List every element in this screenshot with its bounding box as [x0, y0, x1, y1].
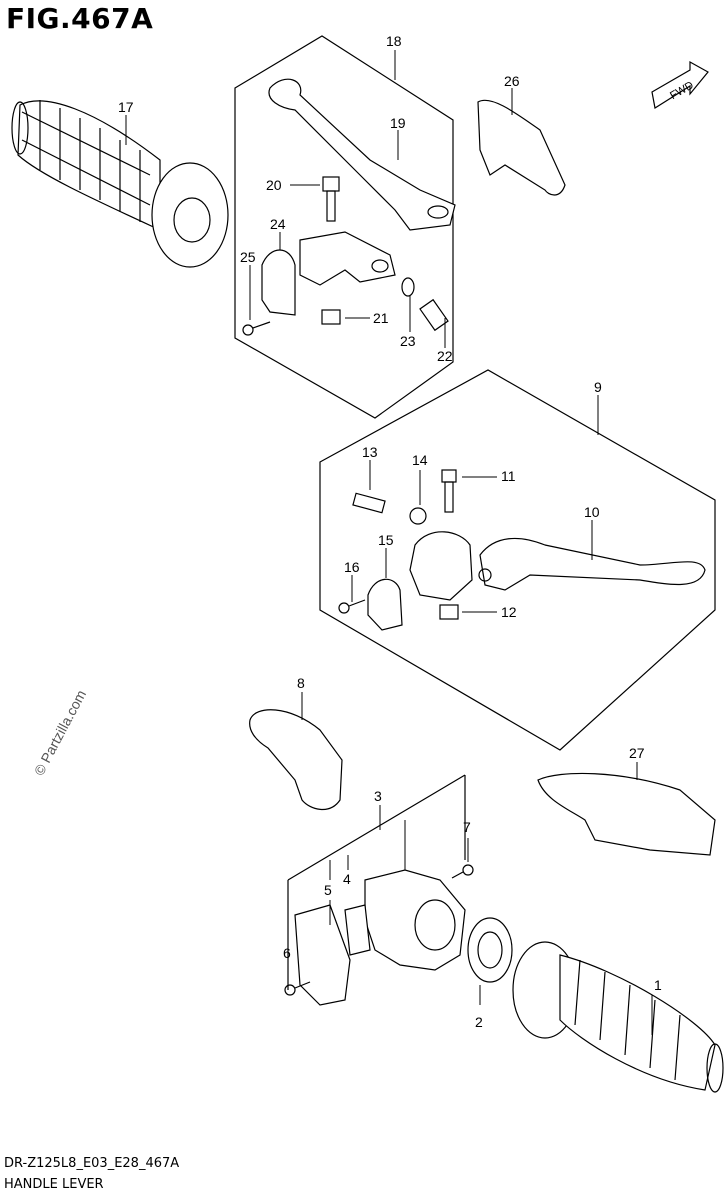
callout-15: 15 — [378, 532, 394, 548]
nut-part-12 — [439, 604, 459, 620]
lever-part-19 — [268, 78, 456, 231]
ring-part-2 — [467, 917, 513, 983]
callout-9: 9 — [594, 379, 602, 395]
assembly-box-9 — [319, 369, 716, 751]
callout-5: 5 — [324, 882, 332, 898]
nut-part-14 — [409, 507, 427, 525]
guard-part-27 — [537, 772, 716, 856]
bolt-part-11 — [441, 469, 457, 513]
bolt-part-22 — [419, 298, 449, 332]
model-code: DR-Z125L8_E03_E28_467A — [4, 1156, 180, 1171]
screw-part-6 — [284, 981, 311, 996]
callout-6: 6 — [283, 945, 291, 961]
callout-10: 10 — [584, 504, 600, 520]
assembly-box-18 — [234, 35, 454, 419]
clamp-part-24 — [261, 249, 296, 316]
callout-4: 4 — [343, 871, 351, 887]
bolt-part-20 — [322, 176, 340, 222]
callout-3: 3 — [374, 788, 382, 804]
callout-18: 18 — [386, 33, 402, 49]
adjuster-part-13 — [352, 492, 386, 514]
washer-part-23 — [401, 277, 415, 297]
screw-part-25 — [242, 321, 271, 336]
figure-caption: HANDLE LEVER — [4, 1177, 104, 1192]
callout-labels: 1 2 3 4 5 6 7 8 9 10 11 12 13 14 15 16 1… — [118, 33, 662, 1030]
figure-title: FIG.467A — [6, 2, 154, 35]
callout-1: 1 — [654, 977, 662, 993]
grip-left-part-17 — [11, 100, 229, 268]
callout-26: 26 — [504, 73, 520, 89]
callout-2: 2 — [475, 1014, 483, 1030]
grip-right-part-1 — [512, 941, 724, 1093]
callout-13: 13 — [362, 444, 378, 460]
callout-24: 24 — [270, 216, 286, 232]
boot-part-8 — [249, 709, 343, 810]
lever-part-10 — [478, 537, 706, 591]
fwd-arrow-icon — [651, 60, 709, 109]
callout-21: 21 — [373, 310, 389, 326]
callout-8: 8 — [297, 675, 305, 691]
callout-20: 20 — [266, 177, 282, 193]
lever-holder-part-18 — [299, 231, 396, 286]
lever-cover-part-26 — [477, 99, 566, 196]
assembly-bracket-3 — [287, 774, 466, 881]
nut-part-21 — [321, 309, 341, 325]
screw-part-16 — [338, 599, 366, 614]
callout-14: 14 — [412, 452, 428, 468]
callout-11: 11 — [501, 468, 516, 484]
clamp-part-15 — [367, 578, 403, 631]
cover-part-6 — [294, 904, 351, 1006]
callout-27: 27 — [629, 745, 645, 761]
callout-22: 22 — [437, 348, 453, 364]
callout-16: 16 — [344, 559, 360, 575]
callout-17: 17 — [118, 99, 134, 115]
screw-part-7 — [451, 864, 474, 879]
callout-19: 19 — [390, 115, 406, 131]
callout-7: 7 — [463, 819, 471, 835]
callout-12: 12 — [501, 604, 517, 620]
plate-part-5 — [344, 904, 371, 956]
callout-23: 23 — [400, 333, 416, 349]
callout-25: 25 — [240, 249, 256, 265]
holder-part-9 — [409, 531, 473, 601]
